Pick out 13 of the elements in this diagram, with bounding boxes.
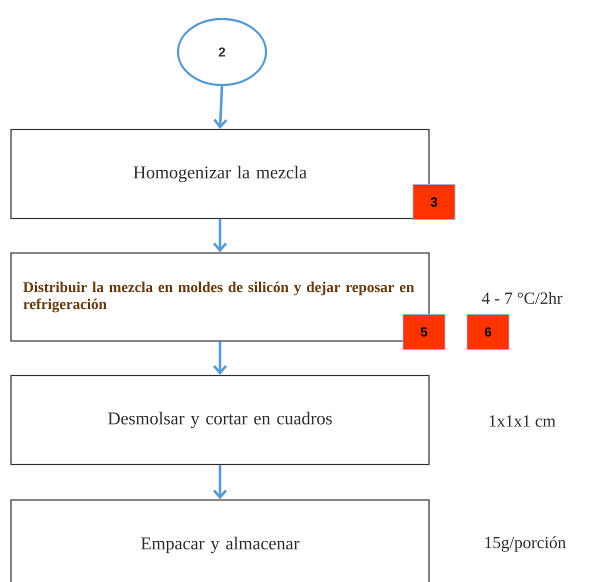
arrow [213, 86, 228, 129]
side-note: 4 - 7 °C/2hr [482, 292, 562, 304]
callout-number: 6 [466, 314, 510, 350]
arrow [213, 342, 227, 375]
process-box: Homogenizar la mezcla [10, 128, 430, 220]
arrow [213, 465, 227, 500]
process-box: Desmolsar y cortar en cuadros [10, 374, 430, 466]
side-note: 15g/porción [485, 536, 566, 552]
arrow [213, 219, 227, 252]
side-note: 1x1x1 cm [490, 415, 556, 427]
process-box: Empacar y almacenar [10, 499, 430, 582]
callout-number: 3 [412, 184, 456, 220]
callout-number: 5 [402, 314, 446, 350]
